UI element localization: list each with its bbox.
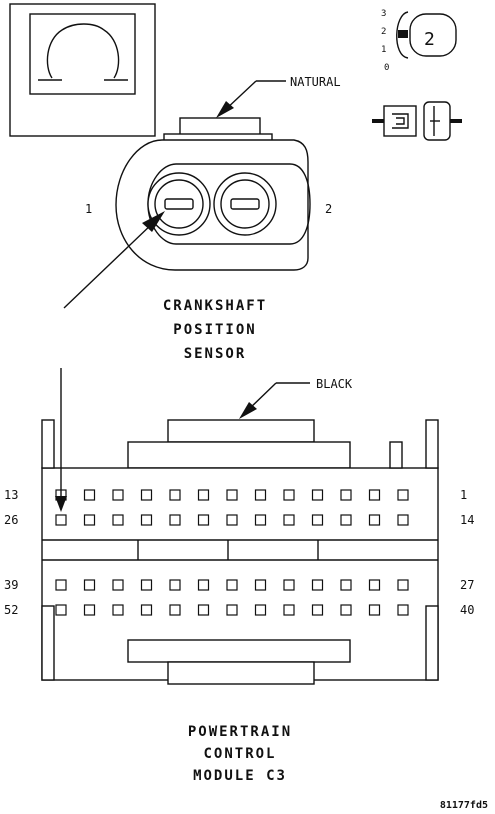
pin-cavity <box>169 489 181 501</box>
pin-cavity <box>226 579 238 591</box>
pin-cavity <box>397 489 409 501</box>
pin-cavity <box>112 604 124 616</box>
pin-cavity <box>197 489 210 501</box>
pin-cavity <box>83 604 96 616</box>
key-number-0: 0 <box>384 63 389 73</box>
pin-cavity <box>226 604 238 616</box>
pin-cavity <box>311 514 324 526</box>
pcm-color-label: BLACK <box>316 377 353 391</box>
arrow-head <box>216 101 234 118</box>
pin-cavity <box>311 604 324 616</box>
pin-cavity <box>169 514 181 526</box>
pin-cavity <box>140 579 153 591</box>
pin-cavity <box>283 604 295 616</box>
key-badge-number: 2 <box>424 29 435 50</box>
pin-cavity <box>169 604 181 616</box>
pin-cavity <box>83 579 96 591</box>
pcm-title-line-2: CONTROL <box>203 746 276 762</box>
pin-cavity <box>254 579 267 591</box>
arrow-head <box>239 402 257 419</box>
pin-cavity <box>311 579 324 591</box>
pin-cavity <box>311 489 324 501</box>
pin-cavity <box>340 489 352 501</box>
pin-cavity <box>226 489 238 501</box>
pin-cavity <box>83 514 96 526</box>
terminal-connector-icon <box>372 101 462 141</box>
pin-cavity <box>197 579 210 591</box>
pin-1-arrow-head <box>142 211 165 232</box>
pin-cavity <box>397 604 409 616</box>
crankshaft-sensor-connector: NATURAL 1 2 CRANKSHAFT POSITION SENSOR <box>63 75 341 362</box>
pin-cavity <box>55 604 67 616</box>
pin-label-13: 13 <box>4 488 18 502</box>
omega-icon <box>46 23 120 79</box>
pin-cavity <box>197 604 210 616</box>
pin-label-26: 26 <box>4 513 18 527</box>
pin-cavity <box>112 514 124 526</box>
pin-cavity <box>340 514 352 526</box>
pin-label-14: 14 <box>460 513 474 527</box>
pin-cavity <box>368 579 381 591</box>
pin-cavity <box>283 514 295 526</box>
pin-cavity <box>55 579 67 591</box>
pcm-title-line-3: MODULE C3 <box>193 768 287 784</box>
pin-cavity <box>254 604 267 616</box>
terminal-pin-1 <box>164 198 194 210</box>
sensor-connector-body <box>115 139 309 271</box>
pin-cavity <box>83 489 96 501</box>
pin-cavity <box>169 579 181 591</box>
component-symbol-box <box>9 3 156 137</box>
pin-cavity <box>140 604 153 616</box>
pin-cavity <box>283 489 295 501</box>
pin-label-1: 1 <box>460 488 467 502</box>
sensor-pin-2-label: 2 <box>325 202 332 216</box>
cavity-outline <box>147 163 311 245</box>
sensor-color-label: NATURAL <box>290 75 341 89</box>
pin-label-52: 52 <box>4 603 18 617</box>
sensor-pin-1-label: 1 <box>85 202 92 216</box>
key-number-2: 2 <box>381 27 386 37</box>
terminal-pin-2 <box>230 198 260 210</box>
pcm-title-line-1: POWERTRAIN <box>188 724 292 740</box>
pin-cavity <box>340 604 352 616</box>
pin-cavity <box>112 489 124 501</box>
pin-cavity <box>397 514 409 526</box>
pin-label-40: 40 <box>460 603 474 617</box>
pin-label-27: 27 <box>460 578 474 592</box>
sensor-title-line-1: CRANKSHAFT <box>163 298 267 314</box>
pin-cavity <box>368 489 381 501</box>
pin-26-arrow-head <box>55 496 67 512</box>
pin-cavity <box>397 579 409 591</box>
pin-cavity <box>368 604 381 616</box>
key-icon <box>396 11 457 59</box>
sensor-title-line-2: POSITION <box>173 322 256 338</box>
sensor-title-line-3: SENSOR <box>184 346 247 362</box>
pcm-pin-cavities <box>55 489 409 616</box>
pin-cavity <box>283 579 295 591</box>
key-number-3: 3 <box>381 9 386 19</box>
pin-cavity <box>55 514 67 526</box>
key-number-1: 1 <box>381 45 386 55</box>
pin-cavity <box>254 514 267 526</box>
pin-cavity <box>368 514 381 526</box>
figure-reference: 81177fd5 <box>440 800 488 811</box>
pin-cavity <box>340 579 352 591</box>
pin-cavity <box>140 514 153 526</box>
pin-label-39: 39 <box>4 578 18 592</box>
pin-cavity <box>197 514 210 526</box>
pin-cavity <box>112 579 124 591</box>
pin-cavity <box>254 489 267 501</box>
connector-view-legend: 3 2 1 0 2 <box>372 9 462 141</box>
pin-cavity <box>226 514 238 526</box>
pin-cavity <box>140 489 153 501</box>
pcm-c3-connector: BLACK 13 1 26 14 39 27 52 40 <box>4 368 474 784</box>
